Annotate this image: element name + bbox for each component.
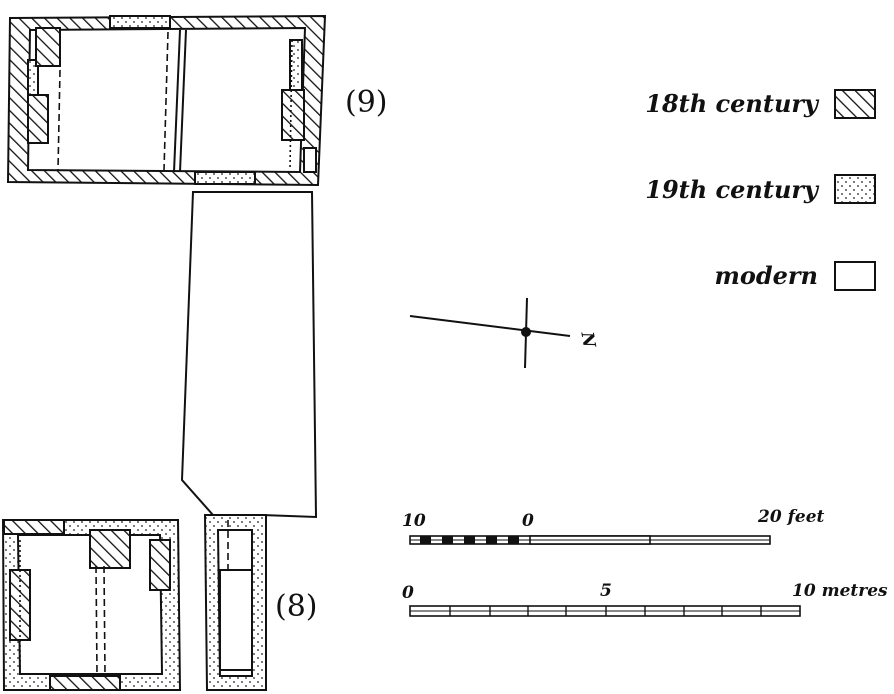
legend-18th-century-swatch — [834, 89, 876, 119]
legend-19th-century-label: 19th century — [645, 175, 820, 204]
building-8-label: (8) — [275, 589, 318, 624]
feet-scale-zero-label: 0 — [522, 511, 534, 531]
legend-18th-century-label: 18th century — [645, 89, 820, 118]
metres-scale-bar: 0 5 10 metres — [402, 581, 888, 617]
building-8-plan — [1, 514, 267, 691]
legend-modern-swatch — [834, 261, 876, 291]
building-9-plan — [6, 14, 327, 187]
legend-19th-century-swatch — [834, 174, 876, 204]
feet-scale-bar: 10 0 20 feet — [402, 507, 825, 545]
building-9-label: (9) — [345, 85, 388, 120]
metres-scale-mid-label: 5 — [600, 581, 612, 601]
feet-scale-left-label: 10 — [402, 511, 426, 531]
feet-scale-right-label: 20 feet — [757, 507, 825, 527]
north-arrow-symbol: N — [576, 329, 599, 350]
legend-modern-label: modern — [714, 261, 818, 290]
legend: 18th century 19th century modern — [645, 89, 876, 291]
metres-scale-zero-label: 0 — [402, 583, 414, 603]
modern-passage — [180, 191, 318, 519]
north-arrow: N — [409, 297, 599, 369]
metres-scale-right-label: 10 metres — [792, 581, 888, 601]
